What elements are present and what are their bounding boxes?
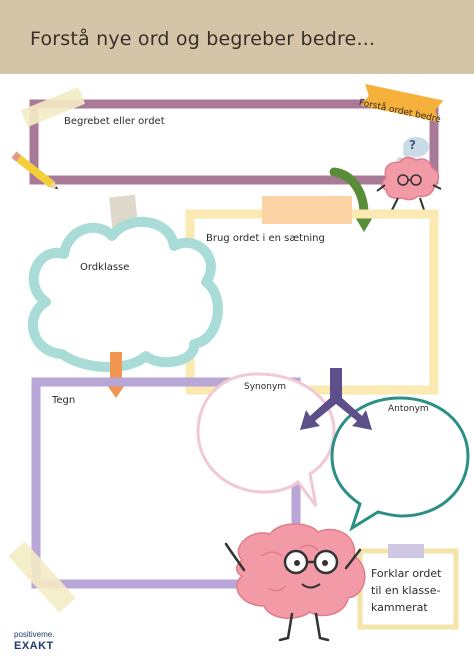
explain-line-3: kammerat xyxy=(371,601,428,614)
sentence-label: Brug ordet i en sætning xyxy=(206,233,325,244)
antonym-label: Antonym xyxy=(388,404,429,414)
tag-label xyxy=(360,83,444,123)
tape-sentence xyxy=(262,196,352,224)
tape-bottom-left xyxy=(8,541,76,613)
tape-explain xyxy=(388,544,424,558)
synonym-bubble xyxy=(196,372,336,507)
explain-line-2: til en klasse- xyxy=(371,584,441,597)
logo-line-2: EXAKT xyxy=(14,640,54,652)
split-arrow-icon xyxy=(300,368,372,430)
page-title: Forstå nye ord og begreber bedre... xyxy=(30,28,376,50)
word-class-cloud xyxy=(27,216,223,372)
tape-top-left xyxy=(20,87,86,127)
signs-label: Tegn xyxy=(52,395,76,406)
big-brain-icon xyxy=(224,523,366,642)
question-mark: ? xyxy=(409,138,416,152)
antonym-bubble xyxy=(330,396,470,532)
concept-frame xyxy=(29,99,439,185)
explain-line-1: Forklar ordet xyxy=(371,567,442,580)
logo-line-1: positiveme. xyxy=(14,630,55,639)
word-class-label: Ordklasse xyxy=(80,262,130,273)
concept-label: Begrebet eller ordet xyxy=(64,116,165,127)
explain-frame xyxy=(357,548,459,630)
synonym-label: Synonym xyxy=(244,382,287,392)
header-bar xyxy=(0,0,474,74)
pencil-icon xyxy=(11,151,59,190)
thinking-brain-icon xyxy=(376,137,442,211)
